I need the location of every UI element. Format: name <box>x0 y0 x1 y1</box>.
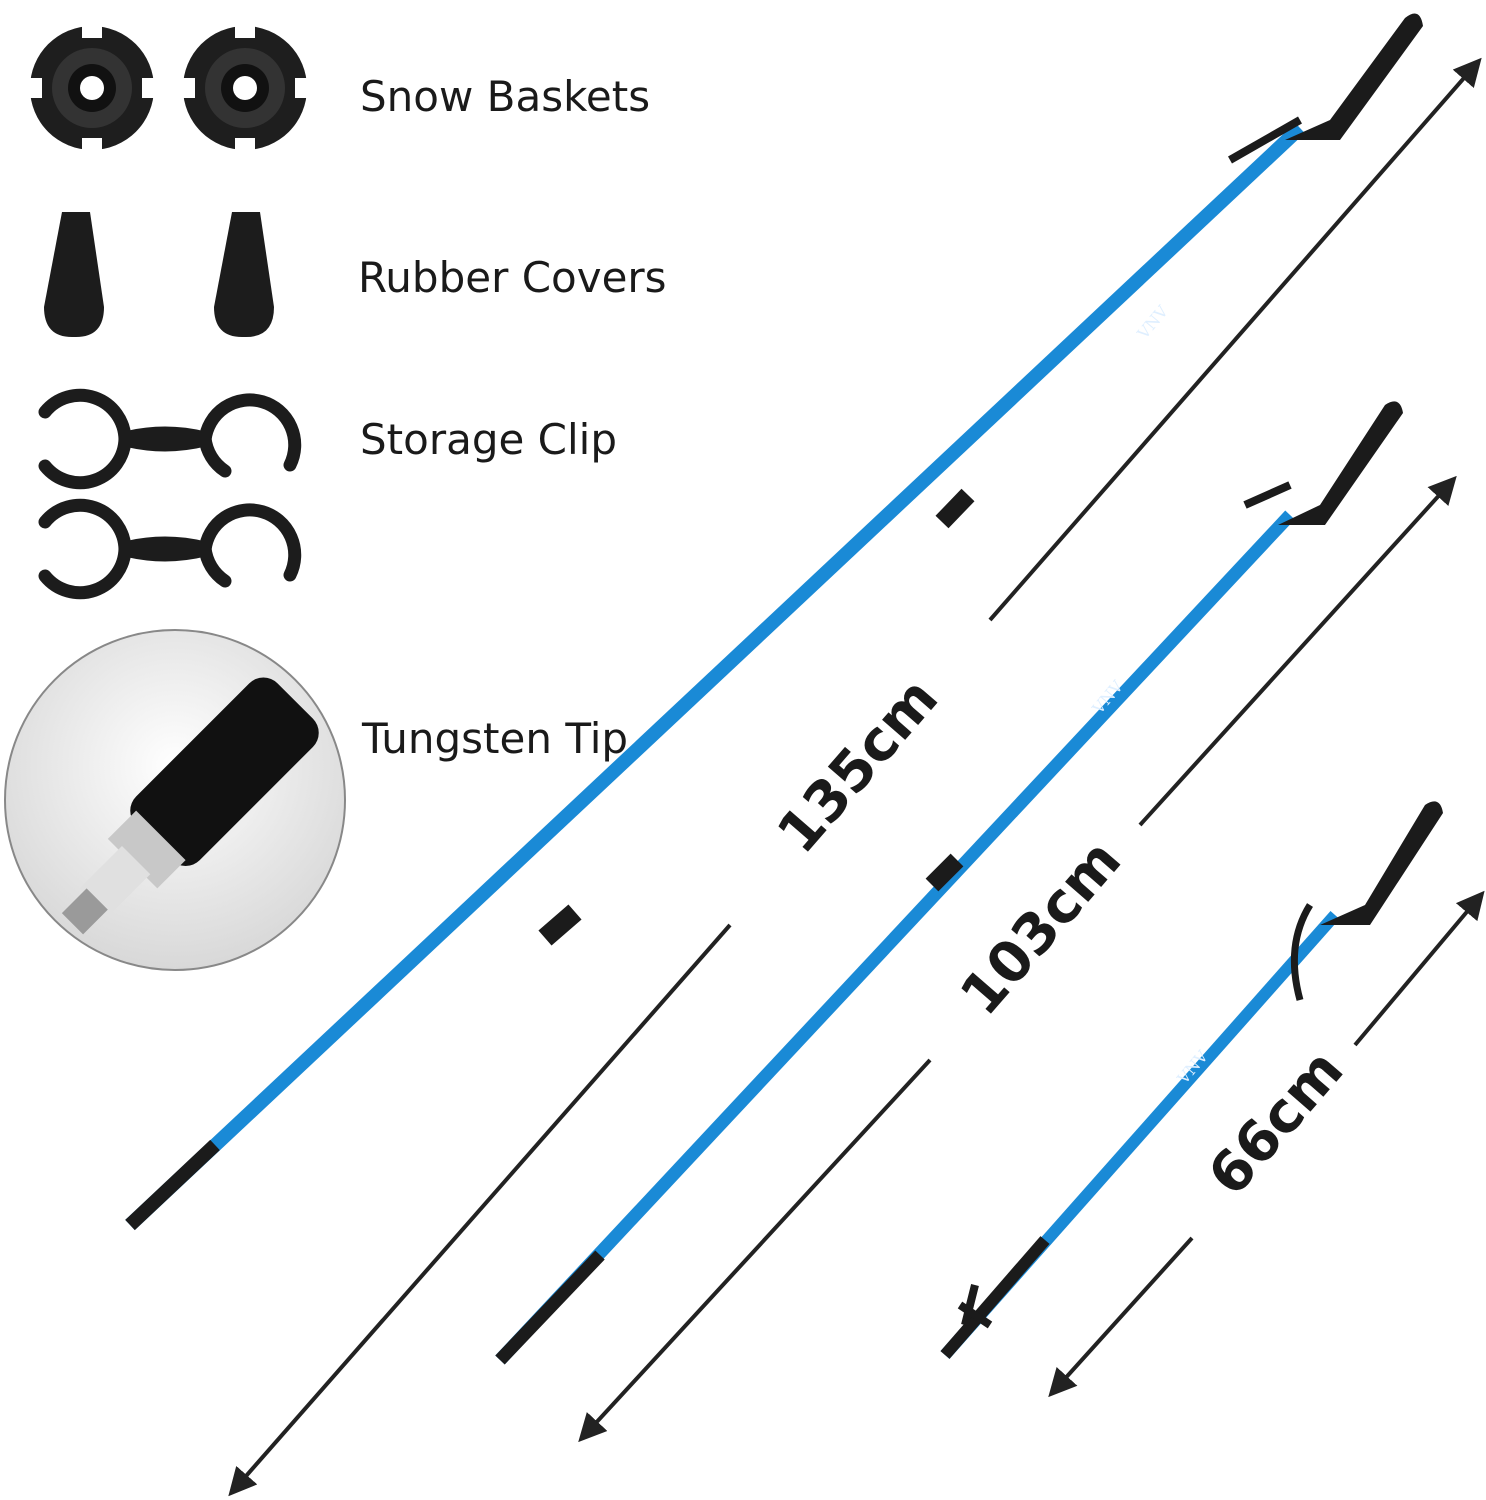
snow-baskets-icon <box>26 22 311 154</box>
arrow-down-icon <box>578 1058 932 1443</box>
label-tungsten-tip: Tungsten Tip <box>362 714 629 763</box>
tungsten-tip-icon <box>4 629 346 971</box>
rubber-covers-icon <box>44 212 274 337</box>
arrow-up-icon <box>1138 475 1457 827</box>
label-rubber-covers: Rubber Covers <box>358 253 667 302</box>
storage-clip-icon <box>38 388 302 600</box>
label-snow-baskets: Snow Baskets <box>360 72 651 121</box>
label-storage-clip: Storage Clip <box>360 415 618 464</box>
measurement-extended: 135cm <box>765 666 951 866</box>
arrow-up-icon <box>988 57 1482 622</box>
pole-collapsed: VNV <box>940 801 1443 1359</box>
arrow-up-icon <box>1353 890 1485 1047</box>
pole-medium: VNV <box>495 401 1403 1365</box>
measurement-collapsed: 66cm <box>1196 1038 1356 1209</box>
brand-text: VNV <box>1133 302 1172 344</box>
arrow-down-icon <box>1048 1236 1194 1398</box>
arrow-down-icon <box>228 923 732 1497</box>
dimension-arrows <box>228 57 1485 1497</box>
